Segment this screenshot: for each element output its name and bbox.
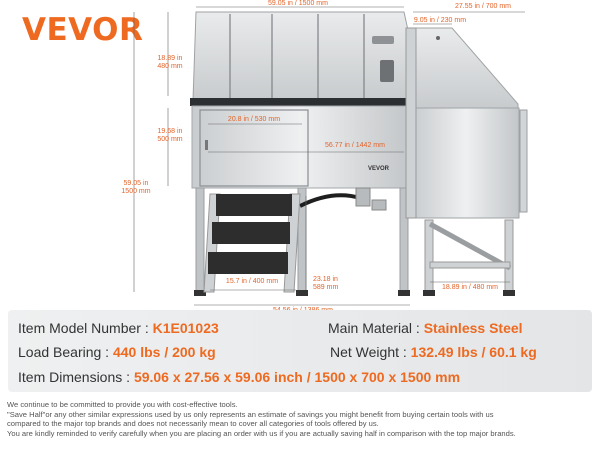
disclaimer-line: We continue to be committed to provide y…: [7, 400, 238, 409]
spec-weight: Net Weight : 132.49 lbs / 60.1 kg: [330, 344, 537, 360]
brand-logo: VEVOR: [22, 12, 144, 48]
product-illustration: [133, 6, 528, 306]
disclaimer: We continue to be committed to provide y…: [7, 400, 597, 438]
dim-side-base: 18.89 in / 480 mm: [441, 284, 499, 291]
spec-load: Load Bearing : 440 lbs / 200 kg: [18, 344, 216, 360]
disclaimer-line: compared to the major top brands and doe…: [7, 419, 379, 429]
spec-weight-label: Net Weight :: [330, 344, 411, 360]
dim-overall-height: 59.05 in 1500 mm: [121, 180, 151, 195]
spec-load-value: 440 lbs / 200 kg: [112, 344, 216, 360]
spec-material-label: Main Material :: [328, 320, 424, 336]
spec-weight-value: 132.49 lbs / 60.1 kg: [410, 344, 537, 360]
dim-top-width: 59.05 in / 1500 mm: [268, 0, 328, 7]
dim-inner-length: 56.77 in / 1442 mm: [325, 142, 385, 149]
spec-material: Main Material : Stainless Steel: [328, 320, 523, 336]
dim-door-width: 20.8 in / 530 mm: [227, 116, 281, 123]
panel-brand-label: VEVOR: [368, 166, 390, 172]
spec-model-label: Item Model Number :: [18, 320, 153, 336]
spec-dimensions-value: 59.06 x 27.56 x 59.06 inch / 1500 x 700 …: [133, 369, 461, 385]
dim-cabinet-height: 19.68 in 500 mm: [157, 128, 183, 143]
dim-tub-height: 18.89 in 480 mm: [157, 55, 183, 70]
spec-panel: [8, 310, 592, 392]
spec-model: Item Model Number : K1E01023: [18, 320, 219, 336]
dim-side-top: 9.05 in / 230 mm: [413, 17, 467, 24]
spec-dimensions-label: Item Dimensions :: [18, 369, 134, 385]
spec-material-value: Stainless Steel: [423, 320, 523, 336]
dim-stair-width: 15.7 in / 400 mm: [225, 278, 279, 285]
disclaimer-line: You are kindly reminded to verify carefu…: [7, 428, 516, 438]
disclaimer-line: "Save Half"or any other similar expressi…: [7, 409, 494, 419]
dim-side-depth: 27.55 in / 700 mm: [454, 3, 512, 10]
spec-load-label: Load Bearing :: [18, 344, 113, 360]
spec-model-value: K1E01023: [152, 320, 219, 336]
dim-stair-height: 23.18 in 589 mm: [313, 276, 339, 291]
spec-dimensions: Item Dimensions : 59.06 x 27.56 x 59.06 …: [18, 369, 460, 385]
